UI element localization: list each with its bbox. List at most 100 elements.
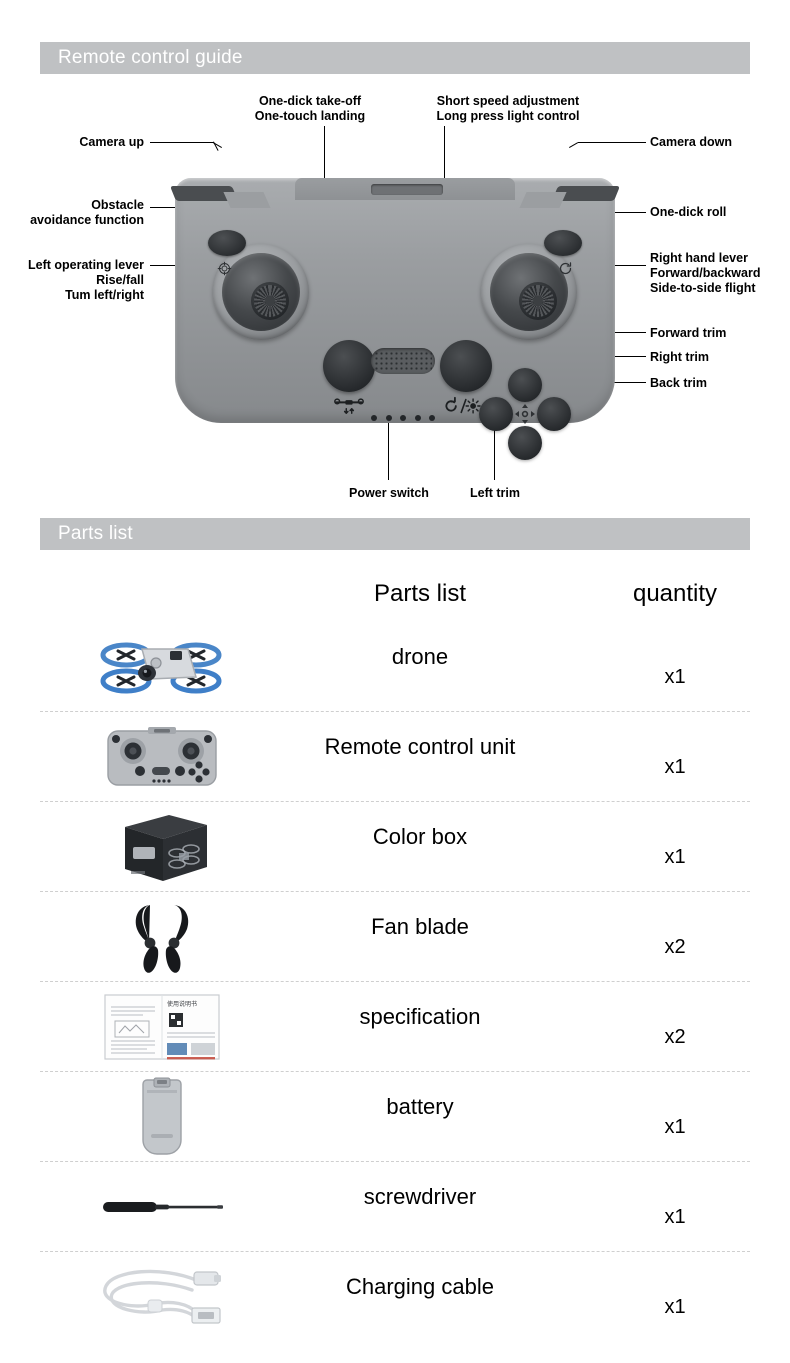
phone-clip-slot	[371, 184, 443, 195]
annotation-one-click-roll: One-dick roll	[650, 205, 727, 219]
annotation-right-trim: Right trim	[650, 350, 710, 364]
section-header-parts-list: Parts list	[40, 518, 750, 550]
annotation-left-trim: Left trim	[470, 486, 520, 500]
leader-line-camera-up	[150, 142, 214, 144]
color-box-icon	[125, 814, 207, 881]
svg-text:使用说明书: 使用说明书	[167, 1000, 197, 1008]
left-joystick-ring	[222, 253, 300, 331]
remote-control-icon	[107, 726, 217, 786]
part-name: screwdriver	[363, 1184, 477, 1209]
part-thumbnail: 使用说明书	[82, 982, 242, 1071]
battery-icon	[142, 1077, 182, 1155]
left-trim-button[interactable]	[479, 397, 513, 431]
annotation-one-click-takeoff: One-dick take-off One-touch landing	[254, 94, 366, 123]
right-joystick[interactable]	[481, 244, 577, 340]
remote-controller-illustration	[165, 160, 625, 460]
part-quantity: x1	[664, 756, 686, 778]
section-title: Remote control guide	[58, 47, 243, 68]
annotation-camera-down: Camera down	[650, 135, 732, 149]
led-indicator	[400, 415, 406, 421]
part-quantity: x1	[664, 1296, 686, 1318]
trim-button-cluster	[479, 368, 571, 460]
table-header-row: Parts list quantity	[40, 570, 750, 622]
annotation-forward-trim: Forward trim	[650, 326, 727, 340]
forward-trim-button[interactable]	[508, 368, 542, 402]
part-name: battery	[386, 1094, 454, 1119]
part-thumbnail	[82, 1252, 242, 1341]
section-title: Parts list	[58, 523, 133, 544]
controller-right-step	[519, 192, 567, 208]
table-row: Remote control unit x1	[40, 712, 750, 802]
part-name: Charging cable	[346, 1274, 494, 1299]
leader-line-speed	[444, 126, 446, 178]
annotation-speed-light: Short speed adjustment Long press light …	[436, 94, 580, 123]
led-indicator	[414, 415, 421, 421]
part-thumbnail	[82, 622, 242, 711]
table-row: screwdriver x1	[40, 1162, 750, 1252]
leader-line-one-click-roll	[592, 212, 646, 214]
right-joystick-grip	[522, 285, 554, 317]
obstacle-avoidance-button[interactable]	[208, 230, 246, 256]
part-name: specification	[359, 1004, 481, 1029]
power-switch-grille[interactable]	[371, 348, 435, 374]
one-click-takeoff-landing-button[interactable]	[323, 340, 375, 392]
part-quantity: x1	[664, 846, 686, 868]
speed-light-icon	[445, 396, 481, 414]
right-joystick-ring	[490, 253, 568, 331]
drone-icon	[100, 642, 222, 693]
part-quantity: x2	[664, 936, 686, 958]
part-thumbnail	[82, 1072, 242, 1161]
fan-blade-icon	[135, 904, 189, 973]
part-quantity: x2	[664, 1026, 686, 1048]
specification-icon: 使用说明书	[104, 993, 220, 1060]
table-row: Charging cable x1	[40, 1252, 750, 1341]
leader-line-takeoff	[324, 126, 326, 178]
controller-body	[169, 178, 621, 460]
part-thumbnail	[82, 1162, 242, 1251]
back-trim-button[interactable]	[508, 426, 542, 460]
led-indicator	[429, 415, 435, 421]
table-row: Color box x1	[40, 802, 750, 892]
speed-and-light-button[interactable]	[440, 340, 492, 392]
part-name: Fan blade	[371, 914, 469, 939]
annotation-power-switch: Power switch	[349, 486, 429, 500]
column-header-parts-name: Parts list	[373, 580, 466, 607]
led-indicator	[385, 415, 392, 421]
part-quantity: x1	[664, 666, 686, 688]
table-row: drone x1	[40, 622, 750, 712]
table-row: battery x1	[40, 1072, 750, 1162]
leader-line-camera-down	[578, 142, 646, 144]
table-row: 使用说明书	[40, 982, 750, 1072]
left-joystick[interactable]	[213, 244, 309, 340]
leader-line-camera-down-diag	[568, 142, 579, 149]
annotation-back-trim: Back trim	[650, 376, 707, 390]
parts-table: Parts list quantity	[40, 570, 750, 1341]
right-trim-button[interactable]	[537, 397, 571, 431]
four-way-arrow-icon	[515, 404, 535, 424]
left-joystick-grip	[254, 285, 286, 317]
part-thumbnail	[82, 712, 242, 801]
part-name: Color box	[372, 824, 468, 849]
part-thumbnail	[82, 892, 242, 981]
controller-left-step	[223, 192, 271, 208]
led-indicator	[371, 415, 377, 421]
part-name: Remote control unit	[324, 734, 516, 759]
column-header-quantity: quantity	[632, 580, 718, 607]
annotation-left-operating-lever: Left operating lever Rise/fall Tum left/…	[28, 258, 144, 302]
grille-mesh	[374, 351, 432, 371]
right-joystick-center	[533, 296, 543, 306]
takeoff-landing-icon	[334, 398, 364, 414]
left-joystick-center	[265, 296, 275, 306]
led-indicator-row	[371, 414, 435, 422]
part-quantity: x1	[664, 1116, 686, 1138]
one-click-roll-button[interactable]	[544, 230, 582, 256]
left-joystick-cap	[251, 282, 289, 320]
part-quantity: x1	[664, 1206, 686, 1228]
part-name: drone	[391, 644, 449, 669]
one-click-roll-icon	[559, 262, 572, 275]
part-thumbnail	[82, 802, 242, 891]
screwdriver-icon	[103, 1201, 223, 1212]
annotation-right-hand-lever: Right hand lever Forward/backward Side-t…	[650, 251, 761, 295]
charging-cable-icon	[103, 1269, 221, 1324]
